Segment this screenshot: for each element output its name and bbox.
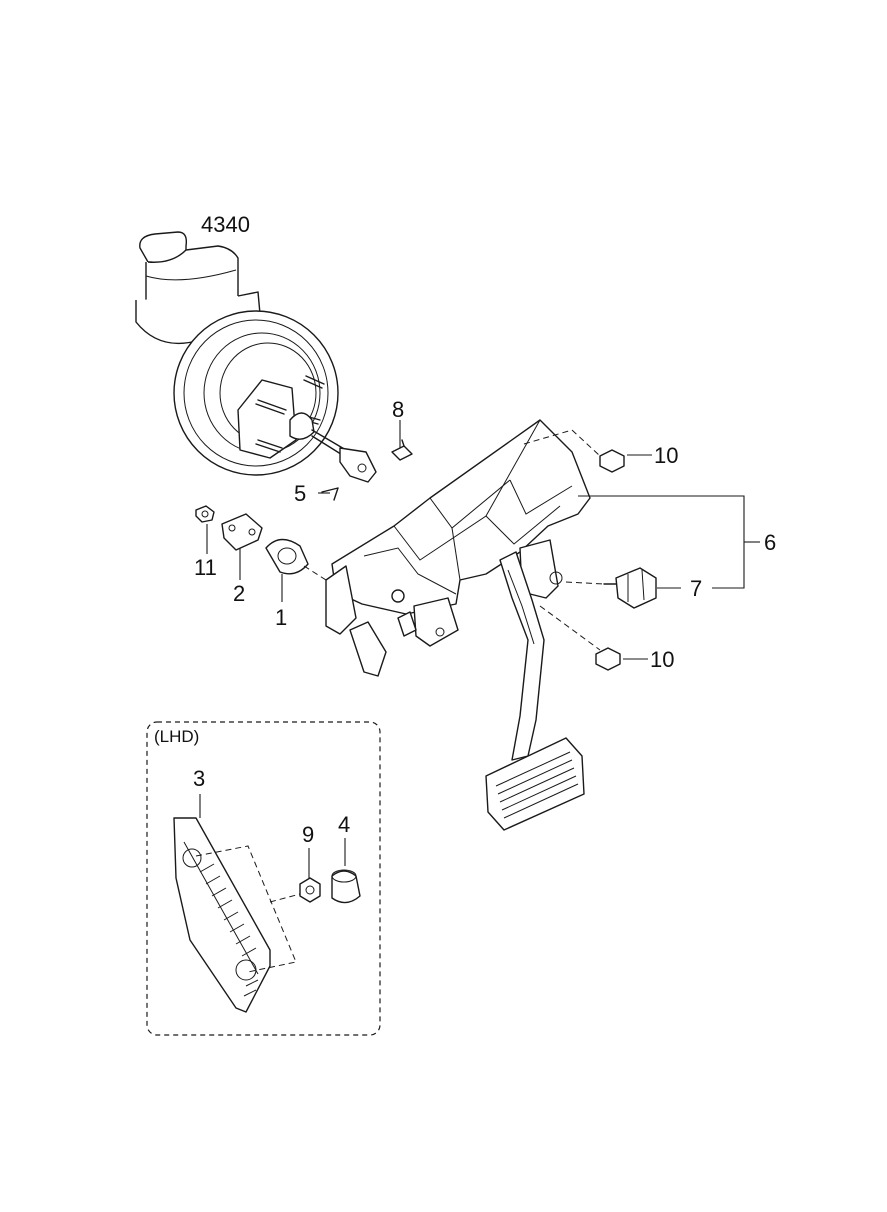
- clevis-pin-8: [391, 439, 413, 461]
- lhd-box-title: (LHD): [154, 727, 199, 746]
- label-6: 6: [764, 530, 776, 555]
- label-2: 2: [233, 581, 245, 606]
- leader-lines: [206, 420, 760, 660]
- nut-10-top: [599, 449, 625, 473]
- label-7: 7: [690, 576, 702, 601]
- label-10-top: 10: [654, 443, 678, 468]
- stop-lamp-switch-7: [603, 567, 657, 609]
- lhd-accelerator-box: [146, 721, 381, 1036]
- label-1: 1: [275, 605, 287, 630]
- clip-5: [321, 487, 339, 501]
- label-10-bottom: 10: [650, 647, 674, 672]
- nut-11: [195, 505, 215, 523]
- label-8: 8: [392, 397, 404, 422]
- label-9: 9: [302, 822, 314, 847]
- label-11: 11: [194, 555, 217, 580]
- nut-10-bottom: [595, 647, 621, 671]
- label-5: 5: [294, 481, 306, 506]
- spacer-1: [265, 538, 309, 575]
- label-4: 4: [338, 812, 350, 837]
- label-3: 3: [193, 766, 205, 791]
- gasket-2: [221, 513, 263, 551]
- pedal-bracket-assembly: [325, 419, 591, 831]
- label-4340: 4340: [201, 212, 250, 237]
- brake-booster-assembly: [135, 231, 377, 483]
